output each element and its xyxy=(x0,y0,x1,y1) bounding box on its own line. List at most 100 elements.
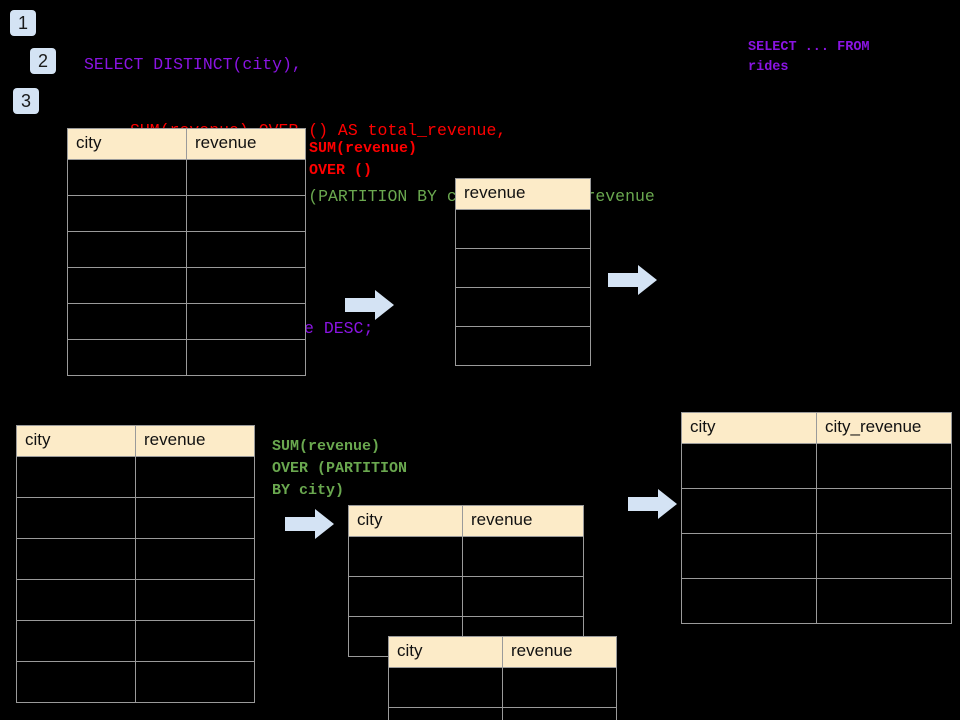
table-row xyxy=(455,287,591,327)
cell-city xyxy=(348,576,463,617)
table-row xyxy=(388,667,617,708)
step-badge-1: 1 xyxy=(10,10,36,36)
cell-city xyxy=(67,267,187,304)
table-row xyxy=(455,209,591,249)
column-header-revenue: revenue xyxy=(502,636,617,668)
table-row xyxy=(67,303,306,340)
cell-city xyxy=(16,497,136,539)
cell-revenue xyxy=(455,248,591,288)
cell-city xyxy=(16,456,136,498)
cell-revenue xyxy=(462,536,584,577)
arrow-partition-to-result xyxy=(628,489,677,519)
cell-revenue xyxy=(186,339,306,376)
table-row xyxy=(16,456,255,498)
annotation-sum-over-empty: SUM(revenue) OVER () xyxy=(309,140,418,179)
column-header-city: city xyxy=(681,412,817,444)
cell-revenue xyxy=(135,661,255,703)
cell-revenue xyxy=(135,579,255,621)
table-row xyxy=(67,339,306,376)
cell-revenue xyxy=(135,538,255,580)
cell-revenue xyxy=(462,576,584,617)
table-header-row: revenue xyxy=(455,178,591,210)
column-header-city: city xyxy=(388,636,503,668)
column-header-revenue: revenue xyxy=(455,178,591,210)
cell-revenue xyxy=(455,326,591,366)
rides-source-table-partitioned: city revenue xyxy=(16,425,255,703)
cell-revenue xyxy=(135,497,255,539)
cell-city xyxy=(681,488,817,534)
cell-revenue xyxy=(186,195,306,232)
table-header-row: city city_revenue xyxy=(681,412,952,444)
cell-city xyxy=(67,339,187,376)
cell-revenue xyxy=(186,267,306,304)
table-row xyxy=(455,248,591,288)
cell-revenue xyxy=(502,707,617,720)
step-badge-2: 2 xyxy=(30,48,56,74)
cell-city xyxy=(67,231,187,268)
column-header-revenue: revenue xyxy=(135,425,255,457)
table-row xyxy=(681,533,952,579)
table-header-row: city revenue xyxy=(388,636,617,668)
table-row xyxy=(67,231,306,268)
partition-group-table-back: city revenue xyxy=(348,505,584,657)
table-header-row: city revenue xyxy=(348,505,584,537)
cell-revenue xyxy=(135,620,255,662)
arrow-source-to-total xyxy=(345,290,394,320)
table-row xyxy=(16,538,255,580)
table-header-row: city revenue xyxy=(16,425,255,457)
annotation-select-from-rides: SELECT ... FROM rides xyxy=(748,40,870,75)
table-row xyxy=(388,707,617,720)
cell-city xyxy=(681,533,817,579)
cell-city-revenue xyxy=(816,443,952,489)
column-header-city: city xyxy=(67,128,187,160)
column-header-city: city xyxy=(16,425,136,457)
cell-city-revenue xyxy=(816,578,952,624)
cell-revenue xyxy=(186,231,306,268)
cell-revenue xyxy=(455,287,591,327)
cell-city xyxy=(16,661,136,703)
sql-line-1: SELECT DISTINCT(city), xyxy=(84,55,302,74)
table-row xyxy=(16,620,255,662)
total-revenue-table: revenue xyxy=(455,178,591,366)
step-badge-3: 3 xyxy=(13,88,39,114)
arrow-source-to-partition xyxy=(285,509,334,539)
cell-city xyxy=(67,303,187,340)
arrow-total-to-result xyxy=(608,265,657,295)
table-row xyxy=(67,159,306,196)
column-header-revenue: revenue xyxy=(462,505,584,537)
cell-city xyxy=(16,579,136,621)
annotation-sum-over-partition: SUM(revenue) OVER (PARTITION BY city) xyxy=(272,438,408,499)
column-header-revenue: revenue xyxy=(186,128,306,160)
table-row xyxy=(16,497,255,539)
column-header-city-revenue: city_revenue xyxy=(816,412,952,444)
cell-revenue xyxy=(455,209,591,249)
cell-city-revenue xyxy=(816,488,952,534)
cell-city-revenue xyxy=(816,533,952,579)
table-row xyxy=(348,536,584,577)
cell-city xyxy=(681,578,817,624)
table-row xyxy=(681,443,952,489)
table-row xyxy=(348,576,584,617)
cell-city xyxy=(67,159,187,196)
cell-revenue xyxy=(135,456,255,498)
cell-revenue xyxy=(502,667,617,708)
cell-revenue xyxy=(186,159,306,196)
cell-city xyxy=(67,195,187,232)
cell-city xyxy=(348,536,463,577)
table-header-row: city revenue xyxy=(67,128,306,160)
table-row xyxy=(67,195,306,232)
column-header-city: city xyxy=(348,505,463,537)
final-result-table: city city_revenue xyxy=(681,412,952,624)
table-row xyxy=(681,488,952,534)
cell-city xyxy=(388,707,503,720)
rides-source-table: city revenue xyxy=(67,128,306,376)
cell-city xyxy=(388,667,503,708)
cell-revenue xyxy=(186,303,306,340)
cell-city xyxy=(681,443,817,489)
table-row xyxy=(455,326,591,366)
cell-city xyxy=(16,620,136,662)
table-row xyxy=(16,579,255,621)
table-row xyxy=(67,267,306,304)
table-row xyxy=(16,661,255,703)
